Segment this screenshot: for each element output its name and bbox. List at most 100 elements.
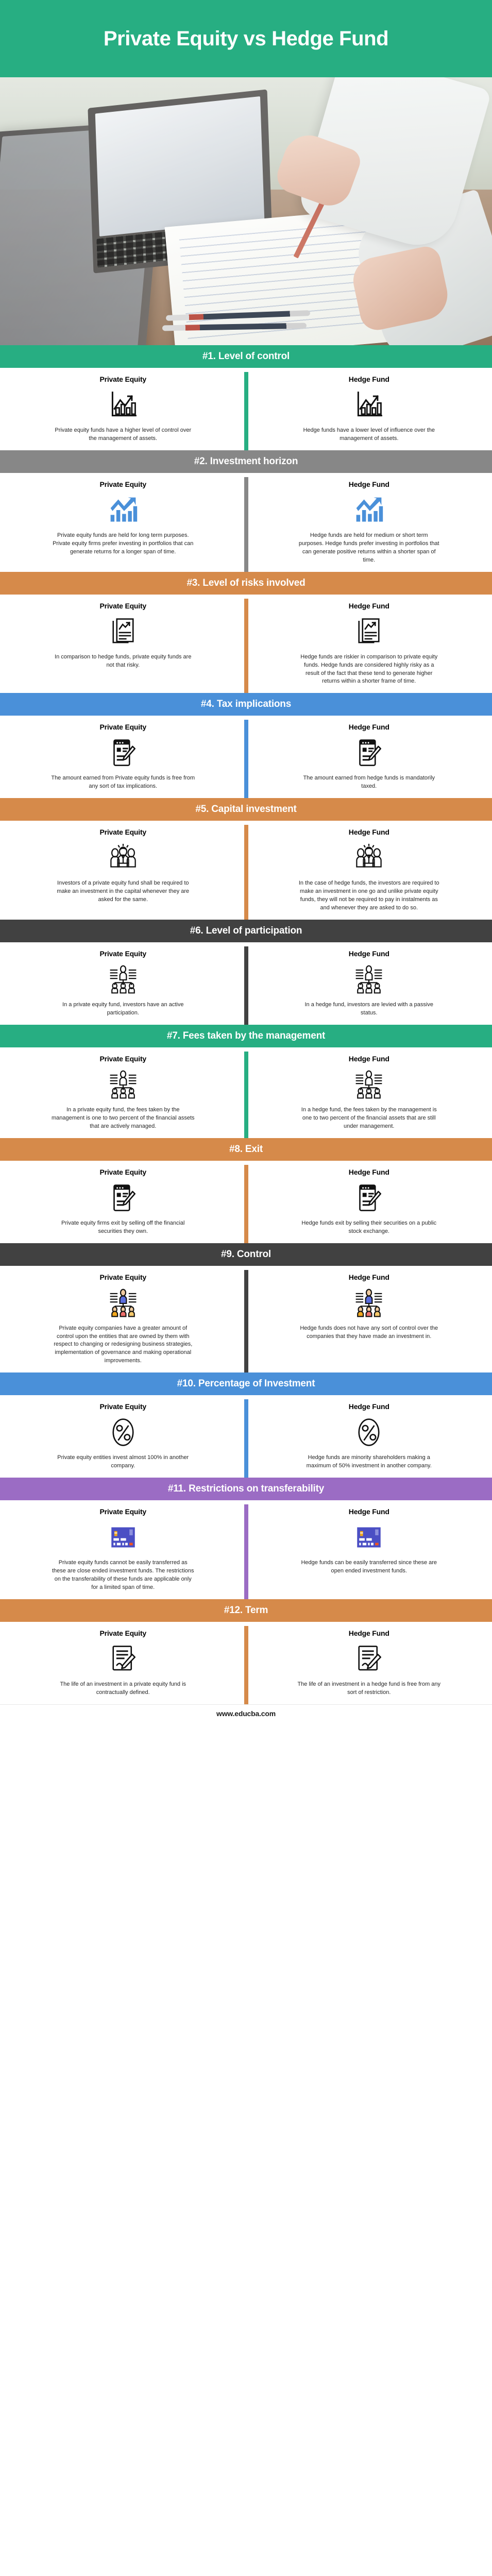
hedge-fund-description: Hedge funds are riskier in comparison to…: [300, 653, 438, 685]
column-divider: [244, 825, 248, 920]
section-header-7: #7. Fees taken by the management: [0, 1024, 492, 1047]
section-heading: #12. Term: [224, 1604, 268, 1616]
private-equity-description: Private equity funds have a higher level…: [55, 427, 192, 442]
hedge-fund-description: In the case of hedge funds, the investor…: [298, 880, 439, 911]
credit-card-icon: [354, 1521, 383, 1554]
org-chart-icon: [354, 1068, 384, 1101]
section-heading: #7. Fees taken by the management: [166, 1030, 326, 1041]
section-heading: #3. Level of risks involved: [186, 577, 306, 588]
private-equity-description: In a private equity fund, investors have…: [62, 1002, 184, 1016]
hedge-fund-label: Hedge Fund: [348, 375, 389, 383]
hedge-fund-label: Hedge Fund: [348, 1402, 389, 1411]
hero-photo: [0, 77, 492, 345]
hedge-fund-description: In a hedge fund, the fees taken by the m…: [301, 1106, 437, 1129]
private-equity-description: Private equity firms exit by selling off…: [61, 1219, 185, 1234]
section-header-8: #8. Exit: [0, 1138, 492, 1161]
column-divider: [244, 1399, 248, 1478]
org-chart-icon: [354, 963, 384, 996]
column-divider: [244, 1269, 248, 1373]
form-edit-icon: [109, 736, 138, 769]
private-equity-description: The amount earned from Private equity fu…: [51, 775, 195, 790]
hedge-fund-description: The amount earned from hedge funds is ma…: [303, 775, 435, 790]
hedge-fund-column: Hedge Fund In the case of hedge funds, th…: [246, 828, 492, 912]
contract-document-icon: [354, 1642, 383, 1675]
contract-document-icon: [109, 1642, 138, 1675]
hedge-fund-description: Hedge funds does not have any sort of co…: [300, 1325, 438, 1340]
hedge-fund-description: Hedge funds exit by selling their securi…: [301, 1219, 437, 1234]
section-heading: #1. Level of control: [202, 351, 290, 362]
private-equity-description: In a private equity fund, the fees taken…: [51, 1106, 195, 1129]
section-heading: #8. Exit: [229, 1143, 263, 1155]
hedge-fund-description: In a hedge fund, investors are levied wi…: [304, 1002, 433, 1016]
section-header-12: #12. Term: [0, 1599, 492, 1622]
private-equity-description: The life of an investment in a private e…: [60, 1681, 186, 1696]
team-group-icon: [354, 841, 383, 874]
private-equity-label: Private Equity: [99, 1629, 147, 1637]
private-equity-label: Private Equity: [99, 375, 147, 383]
hedge-fund-label: Hedge Fund: [348, 828, 389, 837]
team-group-icon: [109, 841, 138, 874]
section-heading: #6. Level of participation: [190, 925, 302, 936]
column-divider: [244, 598, 248, 693]
hedge-fund-column: Hedge Fund In a hedge fund, the fees take…: [246, 1055, 492, 1131]
infographic-page: Private Equity vs Hedge Fund #1. Level o…: [0, 0, 492, 1722]
section-heading: #2. Investment horizon: [194, 455, 298, 467]
hedge-fund-label: Hedge Fund: [348, 480, 389, 488]
report-document-icon: [109, 615, 138, 648]
hedge-fund-label: Hedge Fund: [348, 1054, 389, 1063]
private-equity-label: Private Equity: [99, 828, 147, 837]
growth-arrow-bars-icon: [353, 494, 384, 527]
footer-url[interactable]: www.educba.com: [216, 1709, 276, 1718]
org-chart-color-icon: [108, 1286, 138, 1319]
bar-chart-line-icon: [353, 388, 384, 421]
growth-arrow-bars-icon: [108, 494, 139, 527]
percent-circle-icon: [109, 1416, 138, 1449]
private-equity-description: Private equity companies have a greater …: [54, 1325, 193, 1364]
hedge-fund-description: Hedge funds can be easily transferred si…: [301, 1560, 437, 1574]
hedge-fund-description: Hedge funds are minority shareholders ma…: [306, 1454, 432, 1469]
column-divider: [244, 477, 248, 572]
section-header-3: #3. Level of risks involved: [0, 571, 492, 595]
hedge-fund-label: Hedge Fund: [348, 1167, 389, 1176]
private-equity-label: Private Equity: [99, 1167, 147, 1176]
hedge-fund-label: Hedge Fund: [348, 1507, 389, 1516]
column-divider: [244, 372, 248, 450]
bar-chart-line-icon: [108, 388, 139, 421]
hedge-fund-label: Hedge Fund: [348, 601, 389, 610]
private-equity-label: Private Equity: [99, 1054, 147, 1063]
hedge-fund-description: The life of an investment in a hedge fun…: [297, 1681, 441, 1696]
section-header-9: #9. Control: [0, 1243, 492, 1266]
private-equity-column: Private Equity In a private equity fund, …: [0, 1055, 246, 1131]
page-title-bar: Private Equity vs Hedge Fund: [0, 0, 492, 77]
private-equity-description: Private equity funds cannot be easily tr…: [52, 1560, 194, 1590]
column-divider: [244, 1164, 248, 1243]
hedge-fund-label: Hedge Fund: [348, 1629, 389, 1637]
form-edit-icon: [354, 1181, 383, 1214]
column-divider: [244, 1625, 248, 1704]
section-heading: #9. Control: [220, 1248, 272, 1260]
column-divider: [244, 1504, 248, 1599]
section-header-11: #11. Restrictions on transferability: [0, 1478, 492, 1501]
